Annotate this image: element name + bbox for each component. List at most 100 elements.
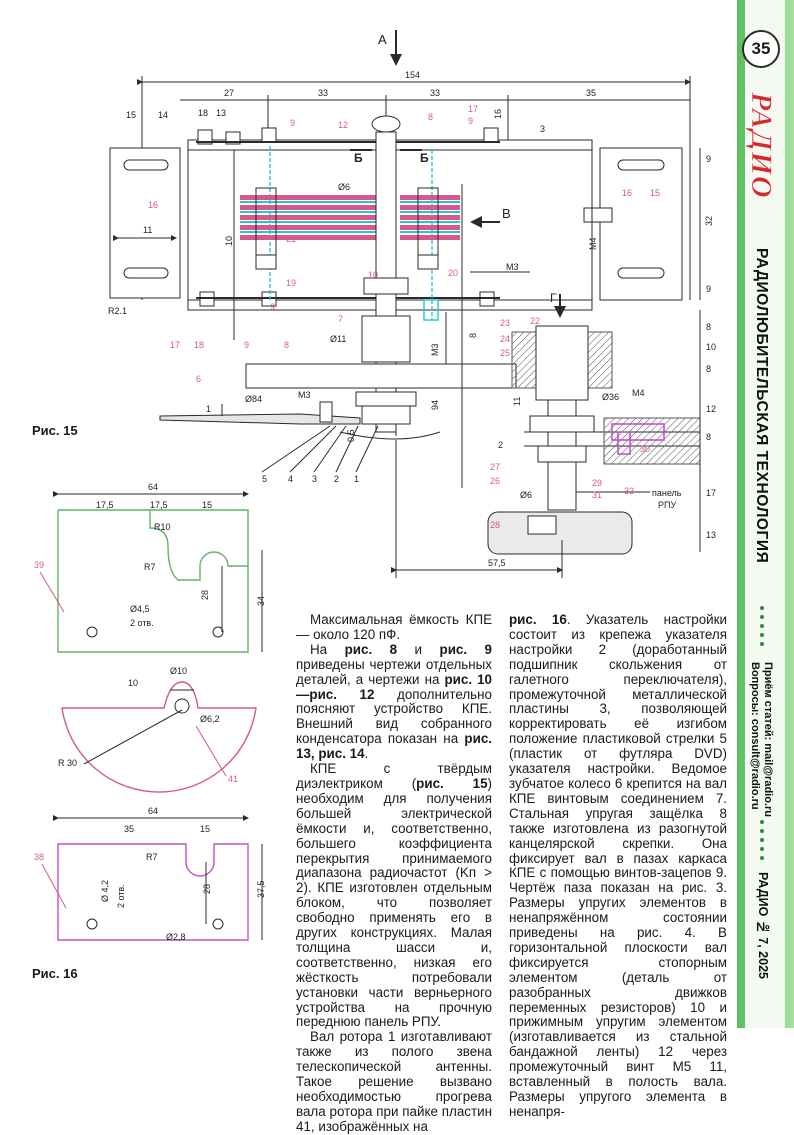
text-run: КПЕ с твёрдым диэлектриком ( [296, 761, 492, 791]
part-28: 29 [592, 478, 602, 488]
text-run: дополнительно поясняют устройство КПЕ. В… [296, 686, 492, 747]
part-7: 7 [338, 314, 343, 324]
text-run: рис. 10—рис. 12 [296, 671, 493, 702]
part-25: 26 [490, 476, 500, 486]
contact-line-2: Вопросы: consult@radio.ru [749, 662, 761, 810]
part-5: 5 [262, 474, 267, 484]
p38-a: 35 [124, 824, 134, 834]
contact-line-1: Приём статей: mail@radio.ru [762, 662, 774, 817]
text-run: приведены чертежи отдельных деталей, а ч… [296, 656, 492, 687]
part-15b: 15 [650, 188, 660, 198]
p39-holes: 2 отв. [130, 618, 154, 628]
part-3: 3 [312, 474, 317, 484]
dia-11: Ø11 [330, 334, 346, 344]
view-a-label: А [378, 32, 387, 47]
p39-c: 15 [202, 500, 212, 510]
dim-17: 12 [706, 404, 716, 414]
radio-logo: РАДИО [745, 92, 779, 199]
part-29: 30 [640, 444, 650, 454]
dim-15: 17 [706, 488, 716, 498]
dim-8c: 8 [706, 432, 711, 442]
figure-16: 64 17,5 17,5 15 R10 R7 Ø4,5 2 отв. 28 34… [34, 482, 266, 942]
dim-32: 32 [704, 216, 714, 226]
dim-8b: 8 [706, 364, 711, 374]
part-14: 14 [158, 110, 168, 120]
p39-hole: Ø4,5 [130, 604, 150, 614]
dim-57-5: 57,5 [488, 558, 506, 568]
p41-r30: R 30 [58, 758, 77, 768]
paragraph: рис. 16. Указатель настройки состоит из … [509, 612, 727, 1120]
panel-label: панель [652, 488, 682, 498]
part-9a: 9 [290, 118, 295, 128]
text-run: Максимальная ёмкость КПЕ — около 120 пФ. [296, 612, 492, 642]
section-title: РАДИОЛЮБИТЕЛЬСКАЯ ТЕХНОЛОГИЯ [753, 248, 770, 564]
figure-15: А 154 27 33 33 35 16 11 R2.1 32 9 9 M4 [108, 30, 716, 578]
text-run: рис. 8 [344, 641, 398, 657]
part-24: 25 [500, 348, 510, 358]
part-27: 28 [490, 520, 500, 530]
thread-m4: M4 [588, 237, 598, 250]
text-column-2: рис. 16. Указатель настройки состоит из … [509, 612, 727, 1120]
gear-6 [245, 363, 517, 389]
bracket-right [599, 147, 683, 301]
part-12: 12 [338, 120, 348, 130]
p39-id: 39 [34, 560, 44, 570]
fig15-caption: Рис. 15 [32, 423, 78, 438]
p38-hole: Ø 4,2 [100, 880, 110, 902]
part-6: 6 [196, 374, 201, 384]
part-9d: 9 [270, 302, 275, 312]
sidebar-band [737, 0, 794, 1028]
text-run: рис. 9 [439, 641, 493, 657]
p38-holes: 2 отв. [116, 884, 126, 908]
p39-h2: 34 [256, 596, 266, 606]
fig16-caption: Рис. 16 [32, 966, 78, 981]
paragraph: КПЕ с твёрдым диэлектриком (рис. 15) нео… [296, 761, 492, 1030]
dim-12: 94 [430, 400, 440, 410]
part-17b: 17 [170, 340, 180, 350]
dim-16: 16 [493, 109, 503, 119]
dim-35: 35 [586, 88, 596, 98]
part-23: 24 [500, 334, 510, 344]
thread-m3-c: M3 [298, 390, 311, 400]
divider-dots-2 [760, 820, 764, 865]
dim-1: 1 [206, 404, 211, 414]
p38-h1: 28 [202, 884, 212, 894]
part-16b: 16 [622, 188, 632, 198]
dim-0-5: 0,5 [346, 429, 356, 442]
dim-154: 154 [405, 70, 420, 80]
p38-r7: R7 [146, 852, 158, 862]
plate-41 [61, 681, 257, 793]
part-8b: 8 [284, 340, 289, 350]
part-18b: 18 [194, 340, 204, 350]
page-number: 35 [742, 30, 780, 68]
pointer-arrow [159, 413, 361, 425]
knob-27 [487, 511, 633, 555]
p39-b: 17,5 [150, 500, 168, 510]
contact-info: Приём статей: mail@radio.ru Вопросы: con… [748, 662, 774, 817]
paragraph: На рис. 8 и рис. 9 приведены чертежи отд… [296, 641, 493, 762]
part-2: 2 [334, 474, 339, 484]
divider-dots [760, 606, 764, 651]
thread-m3-a: M3 [506, 262, 519, 272]
part-8a: 8 [428, 112, 433, 122]
p39-h1: 28 [200, 590, 210, 600]
thread-m4-b: M4 [632, 388, 645, 398]
dim-9b: 9 [706, 284, 711, 294]
text-column-1: Максимальная ёмкость КПЕ — около 120 пФ.… [296, 612, 493, 1135]
part-1: 1 [354, 474, 359, 484]
text-run: . Указатель настройки состоит из крепежа… [509, 612, 727, 1119]
p41-id: 41 [228, 774, 238, 784]
capacitor-plates [240, 195, 460, 240]
text-run: и [397, 641, 440, 657]
dim-27: 27 [224, 88, 234, 98]
dim-94: 8 [468, 333, 478, 338]
dim-56: 10 [224, 236, 234, 246]
text-run: Вал ротора 1 изготавливают также из поло… [296, 1029, 492, 1134]
radius-label: R2.1 [108, 306, 127, 316]
p39-w: 64 [148, 482, 158, 492]
part-13: 13 [216, 108, 226, 118]
part-4: 4 [288, 474, 293, 484]
p41-w10: 10 [128, 678, 138, 688]
p41-d62: Ø6,2 [200, 714, 220, 724]
plate-38 [57, 843, 249, 941]
